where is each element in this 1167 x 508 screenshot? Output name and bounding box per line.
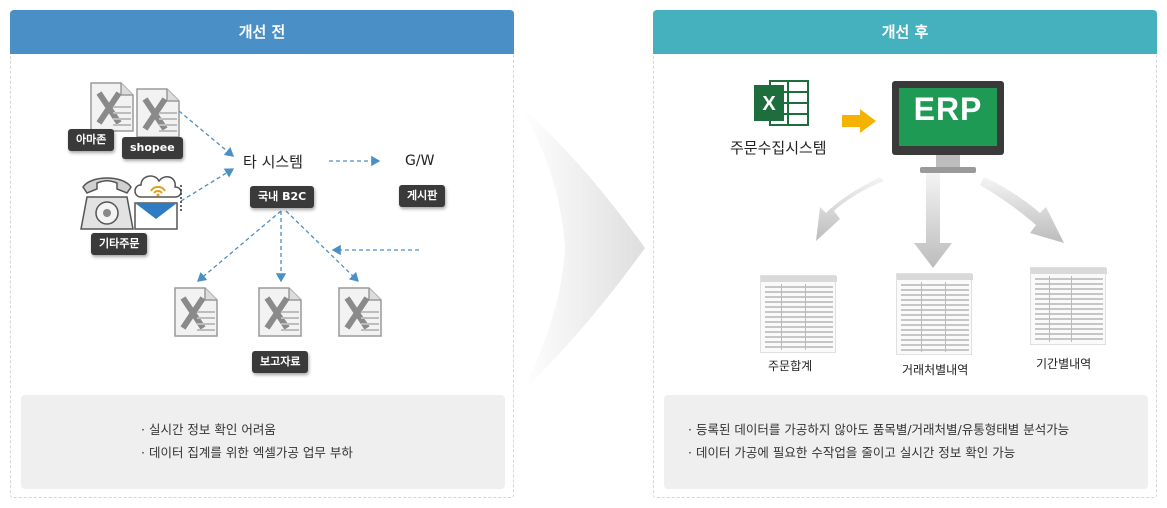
report-thumbnail-icon [760,275,837,353]
order-system-label: 주문수집시스템 [730,139,827,157]
before-panel-title: 개선 전 [10,10,514,54]
amazon-tag: 아마존 [68,129,115,151]
after-note-item: · 등록된 데이터를 가공하지 않아도 품목별/거래처별/유통형태별 분석가능 [688,422,1070,437]
after-panel-title: 개선 후 [653,10,1157,54]
before-notes-box: · 실시간 정보 확인 어려움 · 데이터 집계를 위한 엑셀가공 업무 부하 [21,395,505,489]
erp-label: ERP [913,91,983,127]
before-note-item: · 데이터 집계를 위한 엑셀가공 업무 부하 [141,445,353,460]
other-orders-tag: 기타주문 [91,233,148,255]
report-thumbnail-icon [1030,267,1107,345]
before-flow-arrows [178,110,419,283]
excel-file-icon [173,286,219,338]
excel-logo-icon: X [754,80,809,126]
order-total-label: 주문합계 [768,359,813,373]
report-thumbnail-icon [896,273,973,355]
monitor-icon [892,81,1004,173]
svg-text:X: X [762,93,776,115]
reports-tag: 보고자료 [252,351,309,373]
other-system-label: 타 시스템 [243,153,303,171]
telephone-icon [80,177,134,230]
excel-file-icon [89,81,135,133]
yellow-arrow-icon [842,109,876,133]
board-tag: 게시판 [399,185,446,207]
distribution-arrows [816,173,1064,268]
excel-file-icon [337,286,383,338]
before-note-item: · 실시간 정보 확인 어려움 [141,422,276,437]
shopee-tag: shopee [122,137,183,159]
after-note-item: · 데이터 가공에 필요한 수작업을 줄이고 실시간 정보 확인 가능 [688,445,1016,460]
domestic-b2c-tag: 국내 B2C [250,186,315,208]
gw-label: G/W [405,153,435,169]
mail-cloud-icon [134,175,182,230]
by-customer-label: 거래처별내역 [902,363,969,377]
excel-file-icon [257,286,303,338]
before-panel: 개선 전 [10,10,514,498]
after-notes-box: · 등록된 데이터를 가공하지 않아도 품목별/거래처별/유통형태별 분석가능 … [664,395,1148,489]
by-period-label: 기간별내역 [1036,357,1092,371]
after-panel: 개선 후 X 주문수집시스템 ERP [653,10,1157,498]
excel-file-icon [135,87,181,139]
